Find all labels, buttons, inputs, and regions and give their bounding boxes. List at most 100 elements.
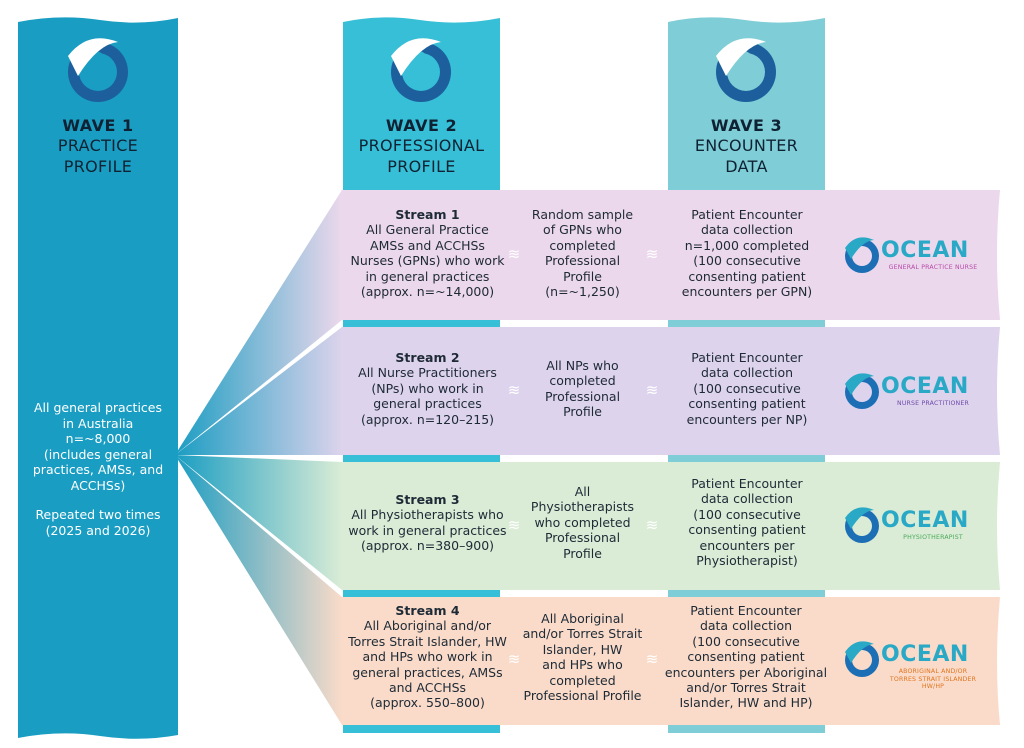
wave3-header: WAVE 3 ENCOUNTER DATA — [668, 116, 825, 177]
stream2-col1-line: All Nurse Practitioners — [358, 365, 497, 381]
stream3-col1-line: (approx. n=380–900) — [360, 538, 495, 554]
stream4-col1-line: and HPs who work in — [362, 649, 493, 665]
stream2-col3-line: Patient Encounter — [691, 350, 803, 365]
wave1-body-line: n=~8,000 — [65, 431, 131, 446]
stream1-title: Stream 1 — [395, 207, 460, 222]
ocean-mark-icon — [845, 507, 879, 543]
stream1-col2-line: completed — [549, 237, 616, 253]
stream1-col1-line: Nurses (GPNs) who work — [350, 253, 505, 269]
ocean-logo-wave2 — [391, 38, 451, 102]
stream4-col1: Stream 4 All Aboriginal and/or Torres St… — [340, 603, 515, 711]
stream2-col2-line: All NPs who — [546, 358, 619, 373]
ocean-logo-tag-line: HW/HP — [921, 683, 945, 690]
wave3-subtitle-line1: ENCOUNTER — [694, 136, 799, 155]
wavy-arrow-icon: ≋ — [645, 650, 659, 668]
ocean-logo-tag: PHYSIOTHERAPIST — [903, 534, 963, 541]
stream1-col1-line: AMSs and ACCHSs — [370, 237, 485, 253]
wavy-arrow-icon: ≋ — [645, 381, 659, 399]
ocean-logo-wave1 — [68, 38, 128, 102]
wave1-repeat-line: (2025 and 2026) — [45, 522, 151, 538]
stream1-col3: Patient Encounter data collection n=1,00… — [662, 207, 832, 299]
stream1-col2-line: (n=~1,250) — [545, 284, 620, 300]
stream4-col2-line: completed — [549, 672, 616, 688]
stream4-col1-line: and ACCHSs — [388, 680, 467, 696]
stream3-col3-line: data collection — [700, 491, 794, 507]
stream3-col2: All Physiotherapists who completed Profe… — [520, 484, 645, 561]
wave1-subtitle-line1: PRACTICE — [57, 136, 139, 155]
stream4-col3-line: Islander, HW and HP) — [679, 695, 813, 711]
wave1-body: All general practices in Australia n=~8,… — [18, 400, 178, 538]
stream2-col1-line: (NPs) who work in — [371, 380, 484, 396]
stream4-col2-line: and HPs who — [542, 657, 623, 673]
wave3-subtitle-line2: DATA — [725, 157, 768, 176]
stream4-col3-line: encounters per Aboriginal — [664, 664, 828, 680]
stream4-col3-line: and/or Torres Strait — [686, 680, 806, 696]
wave1-body-line: ACCHSs) — [70, 477, 126, 493]
stream3-col2-line: Profile — [563, 545, 602, 561]
stream2-col3-line: data collection — [700, 365, 794, 381]
stream4-title: Stream 4 — [395, 603, 460, 618]
wavy-arrow-icon: ≋ — [507, 516, 521, 534]
stream4-col3-line: Patient Encounter — [690, 603, 802, 618]
stream3-col2-line: Physiotherapists — [530, 499, 635, 515]
stream3-col3: Patient Encounter data collection (100 c… — [662, 476, 832, 568]
stream1-col1: Stream 1 All General Practice AMSs and A… — [340, 207, 515, 299]
stream1-col3-line: (100 consecutive — [693, 253, 801, 269]
wavy-arrow-icon: ≋ — [507, 381, 521, 399]
ocean-logo-wave3 — [716, 38, 776, 102]
wave1-body-line: in Australia — [62, 415, 134, 431]
stream4-col3: Patient Encounter data collection (100 c… — [658, 603, 834, 711]
wave2-strip — [343, 455, 500, 462]
ocean-mark-icon — [845, 237, 879, 273]
stream2-col3-line: (100 consecutive — [693, 380, 801, 396]
stream4-col3-line: consenting patient — [687, 649, 805, 665]
stream2-col1-line: general practices — [373, 396, 482, 412]
wavy-arrow-icon: ≋ — [645, 516, 659, 534]
stream1-col1-line: in general practices — [365, 268, 490, 284]
stream4-col1-line: Torres Strait Islander, HW — [348, 633, 507, 649]
stream1-col3-line: consenting patient — [688, 268, 806, 284]
stream2-col1-line: (approx. n=120–215) — [360, 411, 495, 427]
stream1-col2-line: Profile — [563, 268, 602, 284]
stream2-col2-line: completed — [549, 373, 616, 389]
wave2-strip — [343, 590, 500, 597]
ocean-logo-stream3: OCEAN PHYSIOTHERAPIST — [845, 502, 985, 552]
stream4-col2: All Aboriginal and/or Torres Strait Isla… — [516, 611, 649, 703]
ocean-logo-tag-line: TORRES STRAIT ISLANDER — [889, 675, 977, 683]
wave2-subtitle-line1: PROFESSIONAL — [358, 136, 485, 155]
wave2-title: WAVE 2 — [385, 116, 458, 135]
stream4-col1-line: All Aboriginal and/or — [363, 618, 492, 634]
stream1-col2-line: Random sample — [531, 207, 634, 222]
stream2-col3-line: encounters per NP) — [686, 411, 808, 427]
stream3-col3-line: Physiotherapist) — [696, 553, 798, 569]
stream1-col1-line: (approx. n=~14,000) — [360, 284, 495, 300]
wave1-subtitle-line2: PROFILE — [63, 157, 133, 176]
wave1-body-line: All general practices — [33, 400, 162, 415]
ocean-wordmark: OCEAN — [881, 642, 969, 667]
stream1-col2-line: Professional — [544, 253, 621, 269]
stream3-col2-line: Professional — [544, 530, 621, 546]
stream4-col3-line: data collection — [699, 618, 793, 634]
wave1-repeat-line: Repeated two times — [35, 507, 161, 522]
stream3-col2-line: All — [574, 484, 591, 499]
ocean-wordmark: OCEAN — [881, 508, 969, 533]
stream1-band — [342, 190, 1000, 320]
ocean-logo-tag-line: ABORIGINAL AND/OR — [898, 668, 968, 675]
stream4-col1-line: (approx. 550–800) — [370, 695, 485, 711]
wave2-header: WAVE 2 PROFESSIONAL PROFILE — [343, 116, 500, 177]
stream3-col1-line: work in general practices — [348, 522, 507, 538]
fan-connector-stream2 — [175, 327, 342, 455]
stream3-col3-line: (100 consecutive — [693, 506, 801, 522]
fan-connector-stream1 — [175, 190, 342, 455]
stream4-col2-line: All Aboriginal — [541, 611, 624, 626]
stream3-title: Stream 3 — [395, 492, 460, 507]
stream3-col1: Stream 3 All Physiotherapists who work i… — [340, 492, 515, 554]
wavy-arrow-icon: ≋ — [507, 245, 521, 263]
wave1-header: WAVE 1 PRACTICE PROFILE — [18, 116, 178, 177]
ocean-wordmark: OCEAN — [881, 238, 969, 263]
stream4-col2-line: Islander, HW — [542, 641, 623, 657]
ocean-logo-stream1: OCEAN GENERAL PRACTICE NURSE — [845, 232, 985, 282]
wave3-strip — [668, 320, 825, 327]
stream2-col3: Patient Encounter data collection (100 c… — [662, 350, 832, 427]
